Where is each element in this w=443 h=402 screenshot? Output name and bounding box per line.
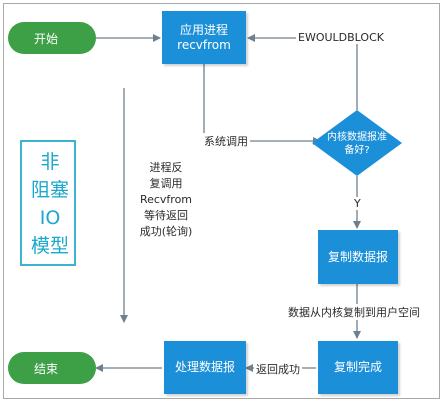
system-call-label: 系统调用 [202, 133, 250, 149]
polling-note-line-4: 等待返回 [144, 209, 188, 222]
polling-note: 进程反 复调用 Recvfrom 等待返回 成功(轮询) [126, 160, 206, 240]
edge-syscall [203, 64, 321, 145]
ewouldblock-label: EWOULDBLOCK [296, 31, 386, 44]
decision-label-1: 内核数据报准 [327, 132, 387, 143]
model-title-char-1: 非 [40, 151, 60, 173]
yes-label: Y [353, 197, 362, 210]
polling-note-line-2: 复调用 [149, 177, 183, 190]
model-title-char-3: IO [39, 207, 61, 229]
copy-done-node: 复制完成 [318, 341, 398, 394]
return-success-label: 返回成功 [254, 361, 302, 377]
copy-kernel-user-label: 数据从内核复制到用户空间 [286, 304, 422, 320]
start-node: 开始 [8, 22, 96, 54]
polling-note-line-5: 成功(轮询) [139, 225, 193, 238]
process-datagram-label: 处理数据报 [174, 360, 235, 374]
copy-datagram-node: 复制数据报 [318, 230, 398, 284]
edge-ewouldblock [247, 34, 358, 110]
end-node: 结束 [8, 352, 96, 384]
process-datagram-node: 处理数据报 [164, 341, 246, 394]
app-process-label-1: 应用进程 [179, 22, 228, 37]
polling-note-line-3: Recvfrom [139, 193, 193, 206]
copy-done-label: 复制完成 [333, 360, 382, 374]
app-process-label-2: recvfrom [177, 37, 231, 52]
decision-diamond [312, 110, 402, 176]
start-label: 开始 [34, 31, 59, 46]
copy-datagram-label: 复制数据报 [327, 249, 388, 264]
end-label: 结束 [34, 361, 59, 376]
model-title-box: 非 阻塞 IO 模型 [20, 140, 76, 266]
model-title-char-2: 阻塞 [30, 179, 69, 201]
app-process-node: 应用进程 recvfrom [162, 11, 246, 64]
decision-label-2: 备好? [344, 145, 370, 156]
polling-note-line-1: 进程反 [149, 161, 183, 174]
model-title-char-4: 模型 [30, 235, 69, 257]
